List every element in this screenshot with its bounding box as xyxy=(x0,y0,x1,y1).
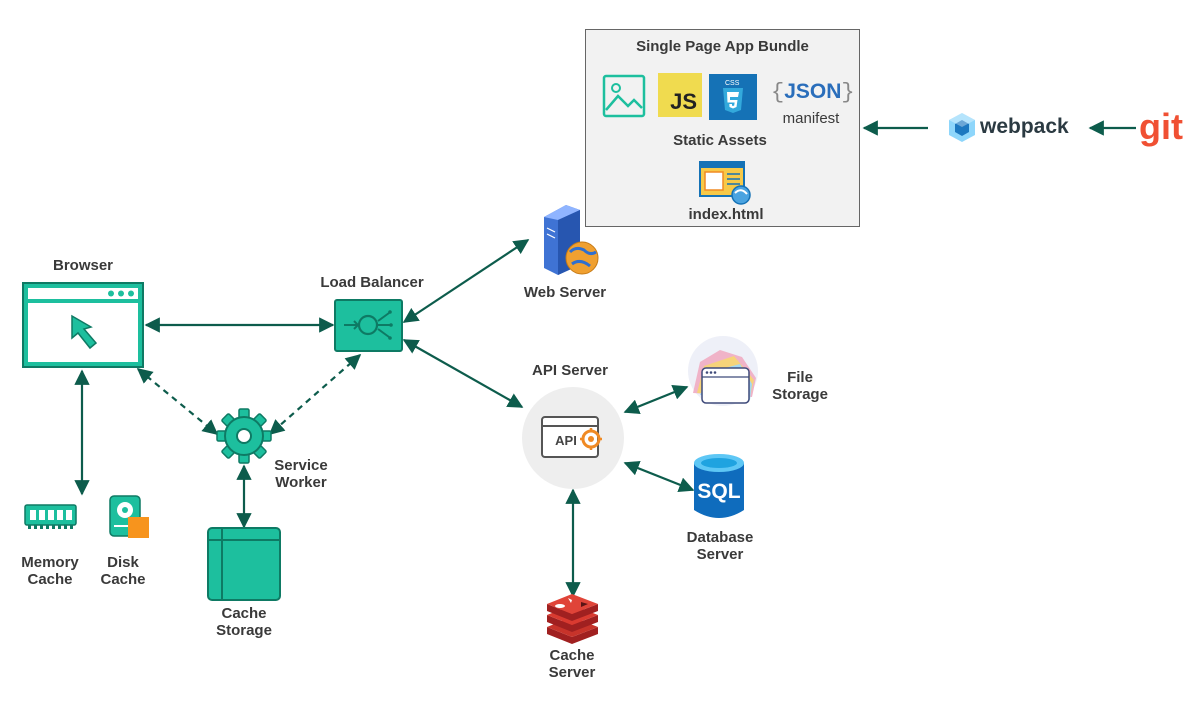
web-server-icon xyxy=(544,205,599,275)
load-balancer-icon xyxy=(334,299,403,352)
json-word: JSON xyxy=(784,80,842,103)
edge-loadbalancer-serviceworker xyxy=(268,353,362,436)
edge-loadbalancer-apiserver xyxy=(402,339,524,408)
json-brace-close: } xyxy=(841,80,855,105)
memory-cache-label-line1: Memory xyxy=(21,554,79,571)
webpack-cube-icon xyxy=(949,113,975,142)
sql-icon-text: SQL xyxy=(697,480,741,503)
browser-window-icon xyxy=(22,282,144,368)
load-balancer-label: Load Balancer xyxy=(320,274,424,291)
file-storage-icon xyxy=(688,336,758,406)
gear-icon xyxy=(216,408,272,464)
json-caption: manifest xyxy=(782,110,840,127)
service-worker-label-line1: Service xyxy=(274,457,328,474)
browser-label: Browser xyxy=(52,257,114,274)
memory-chip-icon xyxy=(24,504,77,529)
edge-apiserver-filestorage xyxy=(623,385,689,414)
redis-icon xyxy=(547,594,598,644)
disk-drive-icon xyxy=(109,495,149,538)
disk-cache-label-line1: Disk xyxy=(107,554,139,571)
cache-server-label-line2: Server xyxy=(548,664,596,681)
html-document-icon xyxy=(699,161,751,205)
edge-browser-serviceworker xyxy=(136,368,219,435)
webpack-label: webpack xyxy=(980,115,1069,138)
git-logo-text: git xyxy=(1139,106,1183,147)
bundle-title: Single Page App Bundle xyxy=(636,38,809,55)
memory-cache-label-line2: Cache xyxy=(27,571,73,588)
json-manifest-icon: {JSON} xyxy=(771,80,855,106)
edge-loadbalancer-webserver xyxy=(402,239,530,323)
json-brace-open: { xyxy=(771,80,785,105)
cache-server-label-line1: Cache xyxy=(549,647,595,664)
file-storage-label-line1: File xyxy=(787,369,813,386)
storage-grid-icon xyxy=(207,527,281,601)
cache-storage-label-line2: Storage xyxy=(216,622,272,639)
js-asset-icon: JS xyxy=(658,73,702,117)
cache-storage-label-line1: Cache xyxy=(221,605,267,622)
sql-database-icon xyxy=(694,454,744,518)
api-server-label: API Server xyxy=(532,362,608,379)
database-label-line2: Server xyxy=(696,546,744,563)
web-server-label: Web Server xyxy=(523,284,607,301)
api-icon-text: API xyxy=(555,433,577,448)
index-html-label: index.html xyxy=(688,206,764,223)
edge-apiserver-database xyxy=(623,460,695,493)
css-icon-text: CSS xyxy=(725,80,740,87)
api-server-icon xyxy=(522,387,624,489)
image-asset-icon xyxy=(602,74,646,118)
js-icon-text: JS xyxy=(670,89,697,114)
service-worker-label-line2: Worker xyxy=(275,474,327,491)
disk-cache-label-line2: Cache xyxy=(100,571,146,588)
database-label-line1: Database xyxy=(686,529,754,546)
static-assets-label: Static Assets xyxy=(673,132,767,149)
css-asset-icon: CSS xyxy=(709,74,757,120)
file-storage-label-line2: Storage xyxy=(772,386,828,403)
edges xyxy=(74,120,1136,598)
